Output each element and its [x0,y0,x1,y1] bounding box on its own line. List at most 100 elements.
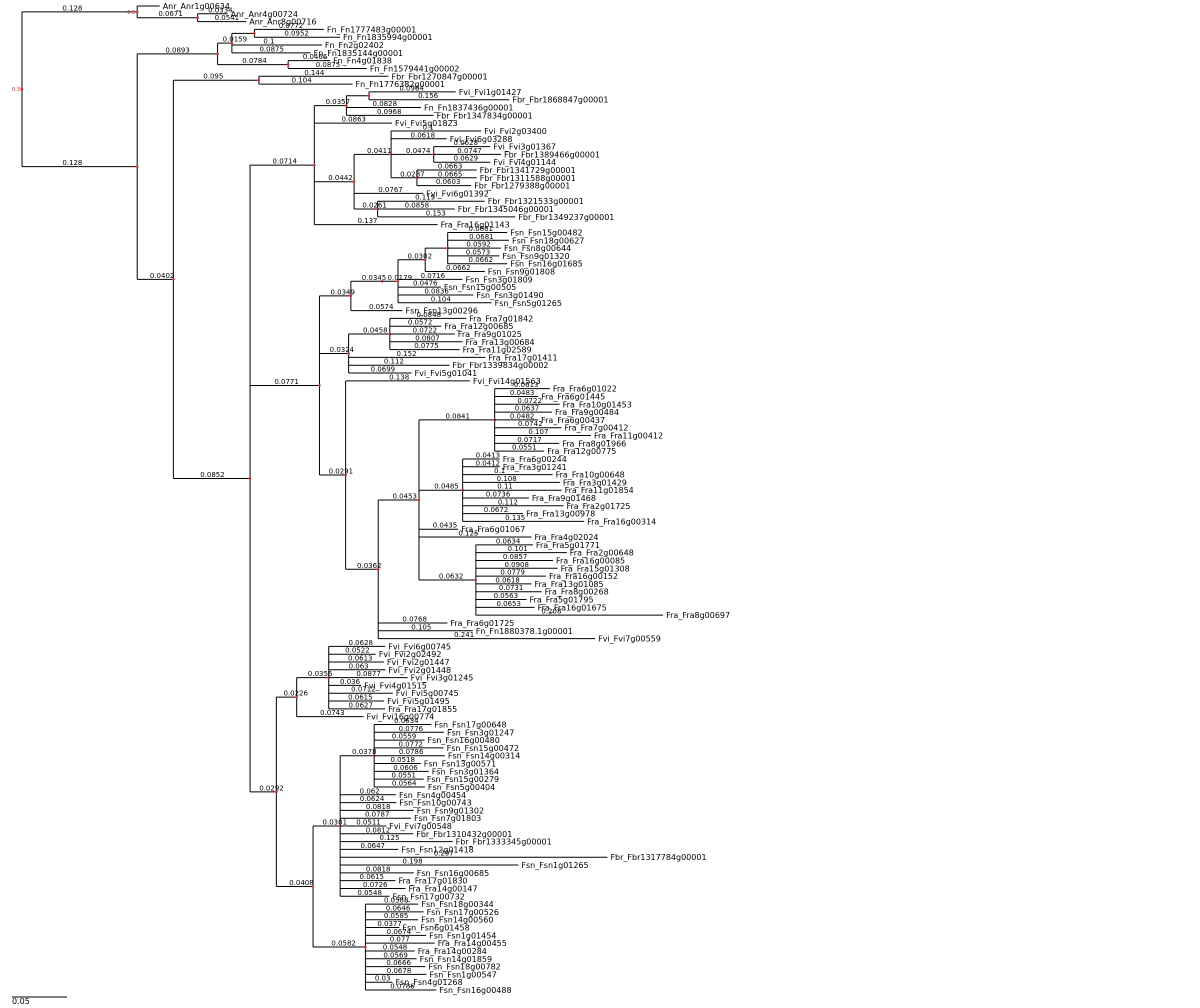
leaf-label: Fvi_Fvi2g02492 [379,650,442,659]
branch-length-label: 0.0747 [457,147,482,155]
leaf-label: Fsn_Fsn3g01364 [432,767,499,776]
leaf-label: Fsn_Fsn9g01302 [417,806,484,815]
internal-node [172,278,175,281]
internal-node [367,94,371,98]
branch-length-label: 0.0875 [316,61,341,69]
branch-length-label: 0.153 [426,209,446,217]
leaf-label: Fn_Fn1835144g00001 [314,49,404,58]
leaf-label: Fra_Fra12g00775 [547,447,616,456]
leaf-label: Fsn_Fsn16g01685 [510,260,582,269]
leaf-label: Fbr_Fbr1321533g00001 [488,197,584,206]
leaf-label: Fbr_Fbr1349237g00001 [518,213,614,222]
branch-length-label: 0.0852 [200,471,225,479]
branch-length-label: 0.0476 [413,280,438,288]
leaf-label: Fvi_Fvi1g01427 [459,88,522,97]
branch-length-label: 0.0722 [517,397,542,405]
leaf-label: Fra_Fra7g01842 [469,314,533,323]
branch-length-label: 0.0771 [274,378,299,386]
leaf-label: Anr_Anr8g00716 [249,18,316,27]
leaf-label: Fsn_Fsn7g01803 [414,814,481,823]
branch-length-label: 0.0377 [377,920,402,928]
scale-bar: 0.05 [12,996,67,1006]
branch-length-label: 0.036 [340,678,361,686]
internal-node [474,578,478,582]
leaf-label: Fsn_Fsn15g00482 [510,228,582,237]
branch-length-label: 0.0671 [158,10,183,18]
leaf-label: Fra_Fra9g01025 [458,330,522,339]
branch-length-label: 0.1 [423,123,434,131]
branch-length-label: 0.0291 [329,468,354,476]
leaf-label: Fra_Fra13g01085 [534,580,603,589]
leaf-label: Fbr_Fbr1339834g00002 [452,361,548,370]
branch-length-label: 0.062 [360,787,380,795]
leaf-label: Fbr_Fbr1389466g00001 [504,150,600,159]
leaf-label: Fra_Fra16g01675 [538,603,607,612]
branch-length-label: 0.0662 [469,256,494,264]
branch-length-label: 0.0435 [433,522,458,530]
branch-length-label: 0.0722 [413,327,438,335]
leaf-label: Fsn_Fsn17g00526 [427,908,499,917]
branch-length-label: 0.0466 [303,53,328,61]
leaf-label: Fvi_Fvi5g00745 [396,689,459,698]
internal-node [349,294,353,298]
branch-length-label: 0.0485 [434,483,459,491]
branch-length-label: 0.0592 [466,241,491,249]
leaf-label: Anr_Anr1g00634 [163,2,230,11]
leaf-label: Fn_Fn1880378.1g00001 [476,627,573,636]
branch-length-label: 0.0634 [496,537,521,545]
branch-length-label: 0.0836 [424,287,449,295]
branch-length-label: 0.0474 [406,147,431,155]
branch-length-label: 0.077 [390,936,410,944]
branch-length-label: 0.105 [411,623,431,631]
branch-length-label: 0.0349 [330,288,355,296]
leaf-label: Fsn_Fsn13g00296 [406,307,478,316]
branch-length-label: 0.0287 [400,170,425,178]
leaf-label: Fbr_Fbr1317784g00001 [610,853,706,862]
branch-length-label: 0.0632 [439,573,464,581]
leaf-label: Fsn_Fsn1g01454 [429,931,496,940]
branch-length-label: 0.0411 [367,147,392,155]
branch-length-label: 0.152 [396,350,416,358]
leaf-label: Fra_Fra10g01453 [563,400,632,409]
leaf-label: Fsn_Fsn14g00314 [448,752,520,761]
leaf-label: Fsn_Fsn18g00344 [421,900,493,909]
leaf-label: Fra_Fra5g01771 [536,541,600,550]
leaf-label: Fra_Fra8g00697 [666,611,730,620]
leaf-label: Fra_Fra15g01308 [561,564,630,573]
branch-length-label: 0.0742 [518,420,543,428]
leaf-label: Fra_Fra14g00147 [408,884,477,893]
branch-length-label: 0.0483 [510,389,535,397]
branch-length-label: 0.0767 [378,186,403,194]
leaf-label: Fsn_Fsn3g01490 [476,291,543,300]
leaf-label: Fra_Fra14g00284 [418,947,487,956]
branch-length-label: 0.0712 [351,686,376,694]
leaf-label: Fvi_Fvi2g03400 [484,127,547,136]
branch-length-label: 0.0442 [328,174,353,182]
leaf-label: Fsn_Fsn15g00472 [447,744,519,753]
branch-length-label: 0.144 [304,69,325,77]
leaf-label: Fra_Fra8g00268 [545,588,609,597]
branch-length-label: 0.0613 [514,381,539,389]
internal-node [364,945,367,949]
internal-node [318,384,321,387]
branch-length-label: 0.0292 [259,784,284,792]
branch-length-label: 0.0736 [486,491,511,499]
branch-length-label: 0.0324 [330,346,355,354]
leaf-label: Fsn_Fsn18g00627 [512,236,584,245]
branch-length-label: 0.297 [434,850,454,858]
leaf-label: Fra_Fra14g00455 [438,939,507,948]
branch-length-label: 0.0968 [377,108,402,116]
branch-length-label: 0.0908 [504,561,529,569]
leaf-label: Fn_Fn1837436g00001 [424,104,513,113]
branch-length-label: 0.0551 [512,444,537,452]
leaf-label: Fvi_Fvi2g01448 [388,666,451,675]
leaf-label: Fsn_Fsn15g00279 [427,775,499,784]
internal-node [396,279,400,283]
leaf-label: Fbr_Fbr1311588g00001 [480,174,576,183]
branch-length-label: 0.0784 [242,57,267,65]
node-support-label: 0.39 [12,87,23,93]
leaf-label: Fbr_Fbr1333345g00001 [456,838,552,847]
leaf-label: Fra_Fra12g00685 [444,322,513,331]
leaf-label: Fvi_Fvi7g00548 [389,822,452,831]
